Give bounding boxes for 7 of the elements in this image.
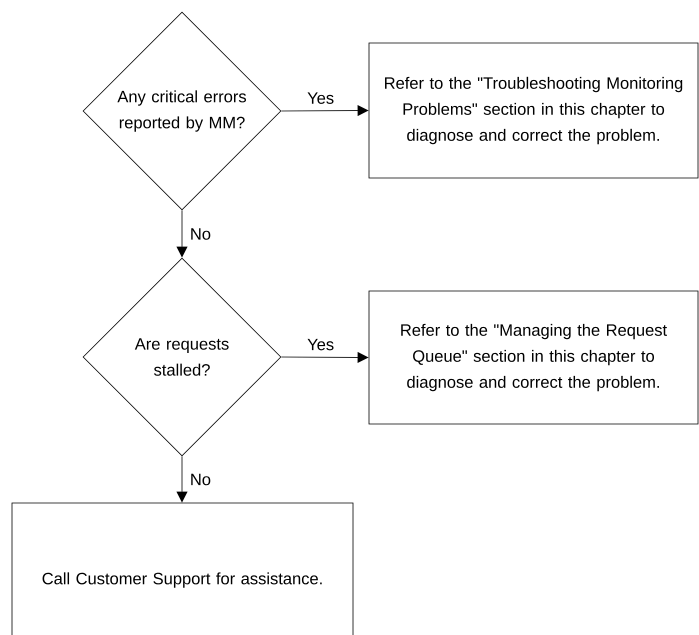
edge-label: Yes: [308, 338, 334, 350]
process-box: Refer to the "Managing the Request Queue" section in this chapter to diagnose and correct the problem.: [368, 290, 698, 424]
edge-label: No: [191, 228, 210, 240]
process-box: Call Customer Support for assistance.: [12, 502, 354, 635]
edge-label: No: [191, 474, 210, 486]
process-box: Refer to the "Troubleshooting Monitoring Problems" section in this chapter to diagnose and correct the problem.: [368, 42, 698, 178]
edge-label: Yes: [308, 92, 334, 104]
